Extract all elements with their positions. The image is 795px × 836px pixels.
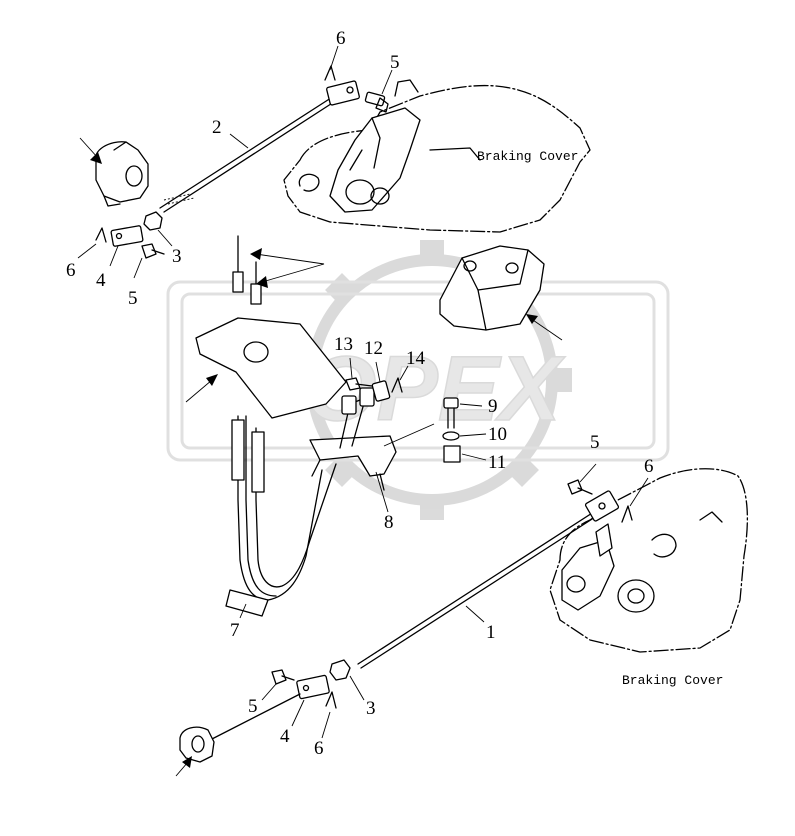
washer-part-10	[442, 431, 460, 441]
clevis-part-4-lower	[296, 674, 330, 700]
callout-12: 12	[364, 338, 383, 359]
split-pin-lower-left	[325, 691, 337, 709]
callout-leaders	[77, 45, 649, 739]
split-pin-upper-left	[95, 227, 107, 243]
callout-13: 13	[334, 334, 353, 355]
callout-4-lower: 4	[280, 726, 290, 747]
callout-6-right: 6	[644, 456, 654, 477]
watermark-text: OPEX	[305, 338, 565, 440]
spacer-part-11	[443, 445, 461, 463]
callout-3-upper: 3	[172, 246, 182, 267]
floor-plate	[195, 317, 347, 419]
direction-arrows	[79, 137, 563, 777]
watermark-frame	[166, 280, 670, 462]
callout-10: 10	[488, 424, 507, 445]
yoke-lower-left	[179, 726, 215, 763]
watermark-logo: OPEX	[166, 240, 670, 520]
split-pin-upper-right	[324, 65, 336, 81]
bolt-lower-right	[567, 479, 593, 495]
callout-5-lower: 5	[248, 696, 258, 717]
pedal-assembly	[439, 245, 545, 331]
callout-5-top: 5	[390, 52, 400, 73]
upper-cover-label: Braking Cover	[477, 149, 578, 164]
callout-8: 8	[384, 512, 394, 533]
callout-4-upper: 4	[96, 270, 106, 291]
bolt-part-9	[443, 397, 459, 429]
lower-cover-label: Braking Cover	[622, 673, 723, 688]
bolt-lower-left	[271, 669, 295, 685]
callout-11: 11	[488, 452, 506, 473]
nut-part-3-lower	[329, 659, 351, 681]
yoke-upper-left	[94, 141, 149, 207]
split-pin-lower-right	[621, 505, 633, 523]
upper-braking-cover-housing: Braking Cover	[283, 79, 591, 233]
callout-7: 7	[230, 620, 240, 641]
bolt-part-13	[345, 377, 373, 391]
callout-6-top: 6	[336, 28, 346, 49]
callout-14: 14	[406, 348, 426, 369]
lever-bracket-part-8	[309, 387, 397, 491]
callout-6-left: 6	[66, 260, 76, 281]
link-rod-lower-left	[209, 693, 301, 741]
callout-2: 2	[212, 117, 222, 138]
callout-5-right: 5	[590, 432, 600, 453]
callout-9: 9	[488, 396, 498, 417]
rod-part-1	[357, 490, 620, 669]
clevis-part-4-upper	[110, 225, 144, 247]
callout-6-lower: 6	[314, 738, 324, 759]
control-cables-part-7	[225, 235, 337, 617]
bolt-upper-left	[141, 243, 165, 259]
callout-5-upper-left: 5	[128, 288, 138, 309]
pin-part-14	[391, 377, 403, 393]
block-part-12	[371, 380, 391, 402]
nut-part-3-upper	[143, 211, 163, 231]
callout-numbers: 6 5 2 6 4 3 5 13 12 14 9 10 11 8 5 6 7 1…	[66, 28, 654, 759]
lower-braking-cover-housing: Braking Cover	[549, 468, 749, 688]
callout-3-lower: 3	[366, 698, 376, 719]
callout-1: 1	[486, 622, 496, 643]
bolt-upper-right	[364, 91, 389, 113]
rod-part-2	[159, 80, 360, 213]
